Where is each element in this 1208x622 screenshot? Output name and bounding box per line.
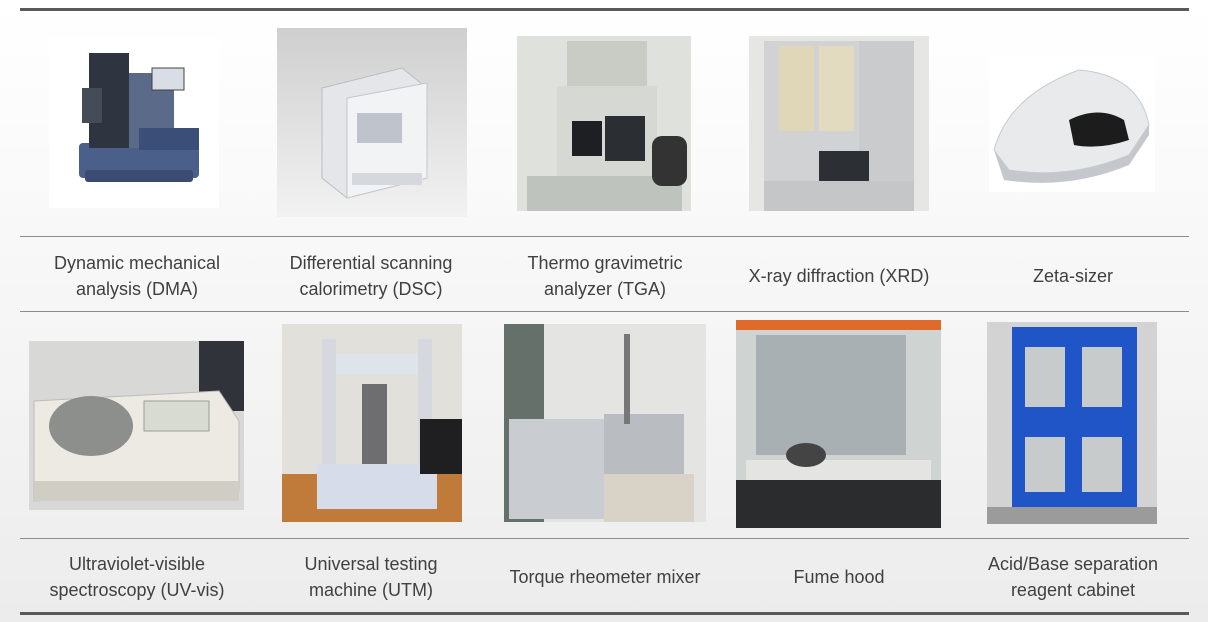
label-dma-line1: Dynamic mechanical	[53, 253, 221, 273]
label-tga: Thermo gravimetric analyzer (TGA)	[488, 250, 722, 302]
utm-instrument-photo	[282, 324, 462, 522]
label-tga-line2: analyzer (TGA)	[543, 279, 667, 299]
label-utm-line2: machine (UTM)	[308, 580, 433, 600]
label-zeta-line1: Zeta-sizer	[1032, 266, 1113, 286]
label-fume-hood: Fume hood	[722, 551, 956, 603]
reagent-cabinet-photo	[987, 322, 1157, 524]
label-uv-vis-line1: Ultraviolet-visible	[68, 554, 206, 574]
torque-rheometer-photo	[504, 324, 706, 522]
label-cabinet-line1: Acid/Base separation	[987, 554, 1159, 574]
label-torque-line1: Torque rheometer mixer	[509, 567, 701, 587]
bottom-rule	[20, 612, 1189, 615]
row-divider	[20, 311, 1189, 312]
label-tga-line1: Thermo gravimetric	[527, 253, 683, 273]
label-utm: Universal testing machine (UTM)	[254, 551, 488, 603]
uv-vis-instrument-photo	[29, 341, 244, 510]
label-fume-hood-line1: Fume hood	[793, 567, 885, 587]
label-dma-line2: analysis (DMA)	[75, 279, 199, 299]
row2-divider	[20, 538, 1189, 539]
row1-divider	[20, 236, 1189, 237]
label-dsc: Differential scanning calorimetry (DSC)	[254, 250, 488, 302]
label-cabinet-line2: reagent cabinet	[1010, 580, 1136, 600]
top-rule	[20, 8, 1189, 11]
tga-instrument-photo	[517, 36, 691, 211]
label-uv-vis-line2: spectroscopy (UV-vis)	[49, 580, 225, 600]
label-cabinet: Acid/Base separation reagent cabinet	[956, 551, 1190, 603]
dma-instrument-photo	[49, 38, 219, 208]
zeta-sizer-photo	[989, 55, 1155, 192]
label-zeta: Zeta-sizer	[956, 250, 1190, 302]
label-uv-vis: Ultraviolet-visible spectroscopy (UV-vis)	[20, 551, 254, 603]
xrd-instrument-photo	[749, 36, 929, 211]
label-utm-line1: Universal testing	[304, 554, 438, 574]
label-dsc-line2: calorimetry (DSC)	[299, 279, 443, 299]
label-dsc-line1: Differential scanning	[289, 253, 453, 273]
label-xrd: X-ray diffraction (XRD)	[722, 250, 956, 302]
label-torque: Torque rheometer mixer	[488, 551, 722, 603]
dsc-instrument-photo	[277, 28, 467, 217]
label-xrd-line1: X-ray diffraction (XRD)	[748, 266, 930, 286]
fume-hood-photo	[736, 320, 941, 528]
label-dma: Dynamic mechanical analysis (DMA)	[20, 250, 254, 302]
